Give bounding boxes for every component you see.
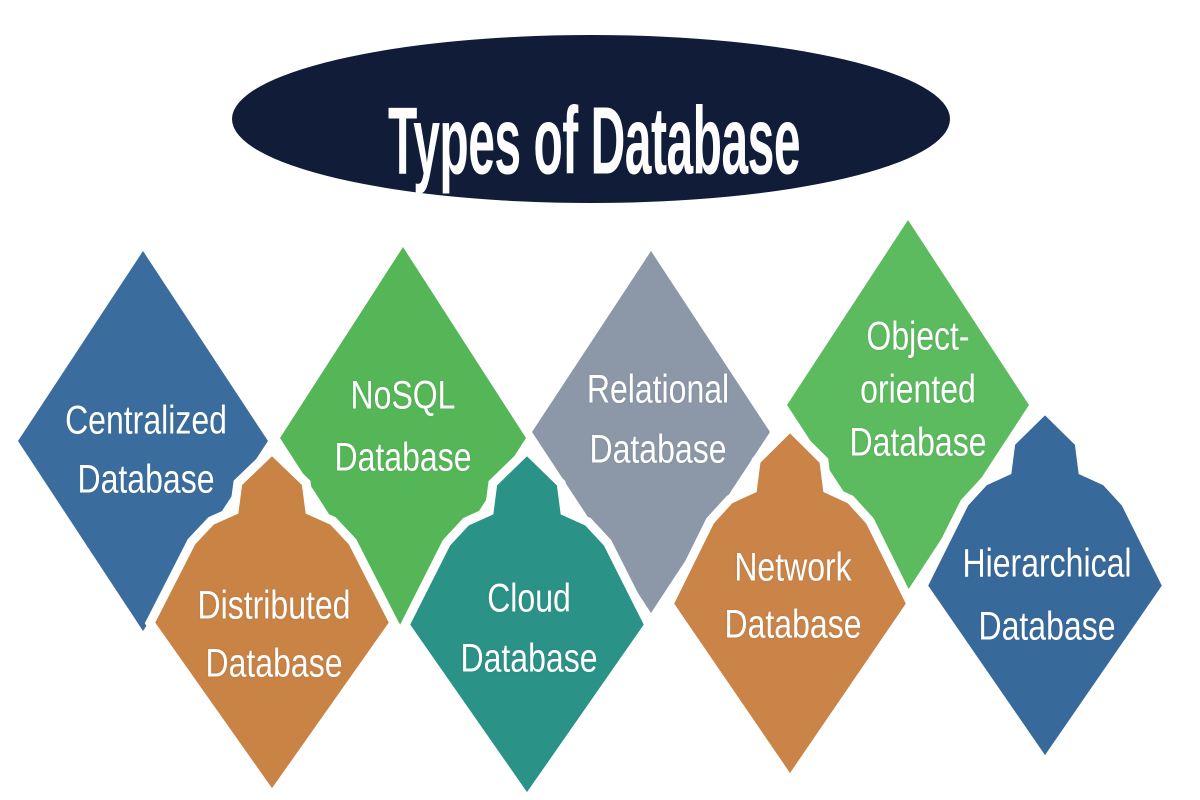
diamond-label-object-oriented-database-line-3: Database [849,420,987,465]
diamond-label-relational-database-line-1: Relational [586,367,730,412]
diamond-hierarchical-database [917,402,1173,771]
diamond-label-distributed-database-line-1: Distributed [197,583,351,628]
diamond-label-hierarchical-database-line-1: Hierarchical [962,541,1132,586]
page-title-text: Types of Database [387,87,801,195]
diamond-label-distributed-database-line-2: Database [205,641,343,686]
diamond-label-nosql-database-line-1: NoSQL [350,373,456,418]
diamond-label-cloud-database-line-2: Database [460,636,598,681]
diamond-cloud-database [399,443,655,800]
title-ellipse [232,35,950,203]
diamond-label-object-oriented-database-line-2: oriented [860,367,976,412]
diamond-label-network-database-line-1: Network [734,545,852,590]
diamond-distributed-database [144,443,400,800]
diamond-label-object-oriented-database-line-1: Object- [866,314,970,359]
diamond-label-relational-database-line-2: Database [589,427,727,472]
diamond-label-nosql-database-line-2: Database [334,435,472,480]
diamond-label-cloud-database-line-1: Cloud [487,576,571,621]
page-title: Types of Database [387,87,801,197]
diamond-label-centralized-database-line-1: Centralized [65,398,227,443]
diamond-label-centralized-database-line-2: Database [77,457,215,502]
diamond-label-network-database-line-2: Database [724,602,862,647]
diamond-network-database [663,420,917,789]
diamond-label-hierarchical-database-line-2: Database [978,604,1116,649]
